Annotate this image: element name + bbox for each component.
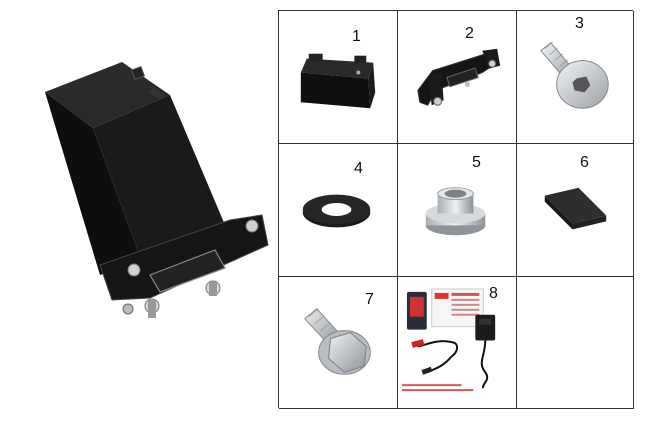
button-head-screw-icon: [540, 41, 609, 109]
flat-washer-icon: [302, 194, 371, 228]
part-number-8: 8: [489, 285, 498, 302]
part-cell-7: 7: [279, 277, 398, 409]
part-number-2: 2: [465, 25, 474, 42]
part-cell-6: 6: [517, 144, 634, 277]
part-cell-empty: [517, 277, 634, 409]
part-cell-8: 8: [398, 277, 517, 409]
part-number-7: 7: [365, 291, 374, 308]
part-cell-4: 4: [279, 144, 398, 277]
part-cell-5: 5: [398, 144, 517, 277]
charger-kit-icon: [401, 288, 496, 392]
parts-grid: 1 2 3: [278, 10, 634, 409]
hex-flange-bolt-icon: [304, 308, 371, 375]
battery-icon: [300, 53, 376, 109]
rubber-pad-icon: [544, 187, 607, 230]
battery-assembly-icon: [45, 62, 269, 318]
assembled-battery-image: [0, 0, 278, 423]
part-number-1: 1: [352, 28, 361, 45]
mounting-bracket-icon: [417, 48, 501, 106]
part-number-5: 5: [472, 154, 481, 171]
part-number-3: 3: [575, 15, 584, 32]
part-cell-1: 1: [279, 11, 398, 144]
part-number-6: 6: [580, 154, 589, 171]
part-cell-3: 3: [517, 11, 634, 144]
part-cell-2: 2: [398, 11, 517, 144]
part-number-4: 4: [354, 160, 363, 177]
flanged-spacer-icon: [425, 187, 486, 236]
